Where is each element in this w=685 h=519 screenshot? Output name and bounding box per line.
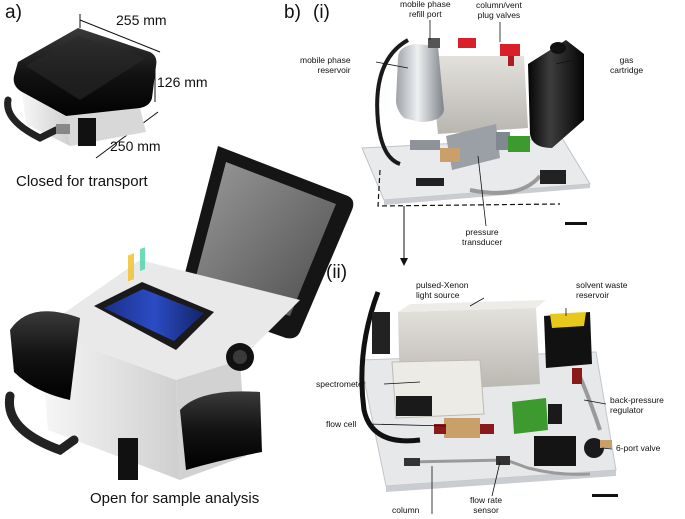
label-reservoir-line1: mobile phase xyxy=(300,55,351,65)
label-flow-rate-sensor-line2: sensor xyxy=(473,504,499,515)
label-flow-rate-sensor-line1: flow rate xyxy=(470,495,503,505)
panel-label-i: (i) xyxy=(313,2,330,23)
label-pressure-transducer-line2: transducer xyxy=(462,236,503,247)
caption-closed: Closed for transport xyxy=(16,173,148,190)
label-reservoir-line2: reservoir xyxy=(317,64,351,75)
closed-case-drawing xyxy=(4,14,161,159)
caption-open: Open for sample analysis xyxy=(90,490,260,507)
label-gas-cartridge-line1: gas xyxy=(619,55,634,65)
label-plug-valves-line2: plug valves xyxy=(477,9,521,20)
panel-label-ii: (ii) xyxy=(326,262,348,283)
dimension-width: 255 mm xyxy=(116,12,167,28)
label-pressure-transducer-line1: pressure xyxy=(465,227,499,237)
label-gas-cartridge: gas cartridge xyxy=(610,55,644,75)
dimension-depth: 250 mm xyxy=(110,138,161,154)
label-refill-port: mobile phase refill port xyxy=(400,0,451,19)
label-spectrometer: spectrometer xyxy=(316,379,366,389)
label-back-pressure-regulator-line1: back-pressure xyxy=(610,395,664,405)
label-solvent-waste: solvent waste reservoir xyxy=(576,280,628,300)
open-case-drawing xyxy=(4,146,354,480)
label-light-source-line2: light source xyxy=(416,289,460,300)
label-refill-port-line1: mobile phase xyxy=(400,0,451,9)
label-refill-port-line2: refill port xyxy=(408,8,442,19)
label-solvent-waste-line1: solvent waste xyxy=(576,280,628,290)
panel-label-a: a) xyxy=(5,2,22,23)
leader-lines xyxy=(367,20,613,514)
panel-label-b: b) xyxy=(284,2,301,23)
label-solvent-waste-line2: reservoir xyxy=(576,289,610,300)
module-i-drawing xyxy=(361,38,591,266)
label-reservoir: mobile phase reservoir xyxy=(300,55,351,75)
label-plug-valves: column/vent plug valves xyxy=(476,0,522,20)
label-light-source-line1: pulsed-Xenon xyxy=(416,280,469,290)
label-pressure-transducer: pressure transducer xyxy=(462,227,503,247)
label-column: column xyxy=(392,505,420,515)
label-6-port-valve: 6-port valve xyxy=(616,443,661,453)
label-light-source: pulsed-Xenon light source xyxy=(416,280,469,300)
module-ii-drawing xyxy=(359,291,618,497)
label-plug-valves-line1: column/vent xyxy=(476,0,522,10)
dimension-height: 126 mm xyxy=(157,74,208,90)
label-back-pressure-regulator-line2: regulator xyxy=(610,404,644,415)
label-back-pressure-regulator: back-pressure regulator xyxy=(610,395,664,415)
label-gas-cartridge-line2: cartridge xyxy=(610,64,644,75)
label-flow-cell: flow cell xyxy=(326,419,357,429)
label-flow-rate-sensor: flow rate sensor xyxy=(470,495,503,515)
